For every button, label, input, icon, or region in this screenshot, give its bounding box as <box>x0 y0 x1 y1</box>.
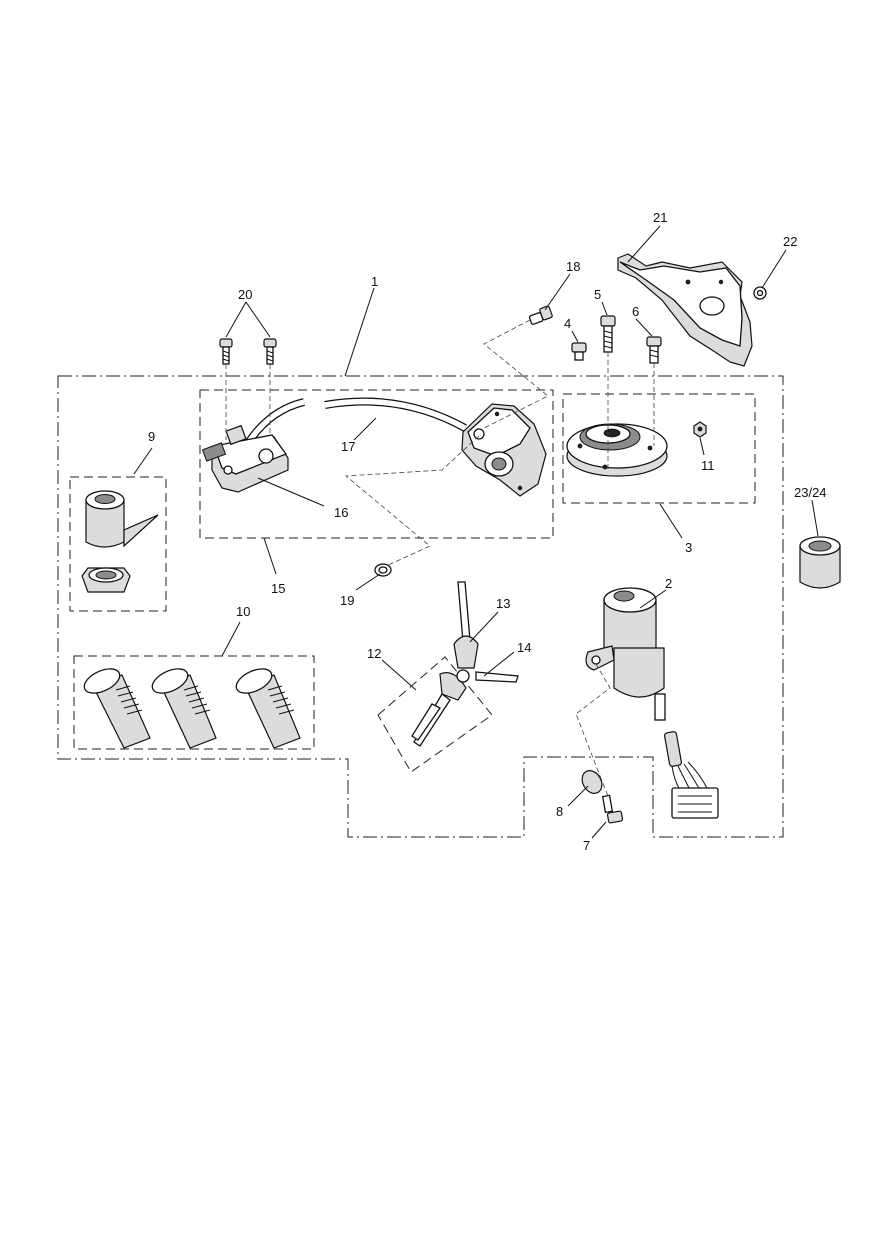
group-box-item-15 <box>199 389 554 539</box>
callout-23-24: 23/24 <box>794 485 827 500</box>
callout-22: 22 <box>783 234 797 249</box>
o-ring-part-19 <box>374 563 392 577</box>
group-box-item-12 <box>377 656 493 773</box>
plate-part-8 <box>581 770 603 794</box>
callout-15: 15 <box>271 581 285 596</box>
group-box-item-10 <box>73 655 315 750</box>
bolt-part-20-right <box>263 338 277 365</box>
ignition-switch-part-2 <box>585 587 666 721</box>
cable-part-17 <box>244 397 467 446</box>
seat-latch-part-16 <box>201 424 289 493</box>
group-box-item-9 <box>69 476 167 612</box>
assembly-lines <box>225 319 655 797</box>
callout-2: 2 <box>665 576 672 591</box>
wire-harness <box>664 731 719 819</box>
callout-labels: 1 2 3 4 5 6 7 8 9 10 11 12 13 14 15 16 1… <box>148 210 827 853</box>
lock-barrel-part-10-a <box>83 668 151 749</box>
callout-3: 3 <box>685 540 692 555</box>
callout-12: 12 <box>367 646 381 661</box>
callout-14: 14 <box>517 640 531 655</box>
lock-barrel-part-10-b <box>151 668 217 749</box>
bushing-part-23-24 <box>799 536 841 589</box>
lock-nut-part-9 <box>81 567 131 593</box>
pin-part-18 <box>528 305 553 325</box>
screw-part-5 <box>600 315 616 353</box>
callout-9: 9 <box>148 429 155 444</box>
callout-16: 16 <box>334 505 348 520</box>
callout-13: 13 <box>496 596 510 611</box>
callout-17: 17 <box>341 439 355 454</box>
callout-10: 10 <box>236 604 250 619</box>
leader-lines <box>133 225 819 839</box>
callout-1: 1 <box>371 274 378 289</box>
callout-6: 6 <box>632 304 639 319</box>
cover-plate-part-21 <box>617 253 753 367</box>
screw-part-4 <box>571 342 587 361</box>
callout-7: 7 <box>583 838 590 853</box>
lock-barrel-part-10-c <box>235 668 301 749</box>
callout-20: 20 <box>238 287 252 302</box>
keys-part-12-13-14 <box>411 581 519 747</box>
callout-21: 21 <box>653 210 667 225</box>
washer-part-22 <box>753 286 767 300</box>
callout-19: 19 <box>340 593 354 608</box>
seat-lock-body <box>461 403 547 497</box>
callout-11: 11 <box>701 458 715 473</box>
fuel-cap-part-3 <box>566 423 668 477</box>
callout-8: 8 <box>556 804 563 819</box>
bolt-part-20-left <box>219 338 233 365</box>
screw-part-6 <box>646 336 662 364</box>
group-box-item-3 <box>562 393 756 504</box>
callout-5: 5 <box>594 287 601 302</box>
nut-part-11 <box>693 421 707 438</box>
kit-boundary-item-1 <box>57 375 784 838</box>
callout-4: 4 <box>564 316 571 331</box>
bolt-part-7 <box>601 794 624 824</box>
callout-18: 18 <box>566 259 580 274</box>
lock-cylinder-part-9 <box>85 490 159 548</box>
